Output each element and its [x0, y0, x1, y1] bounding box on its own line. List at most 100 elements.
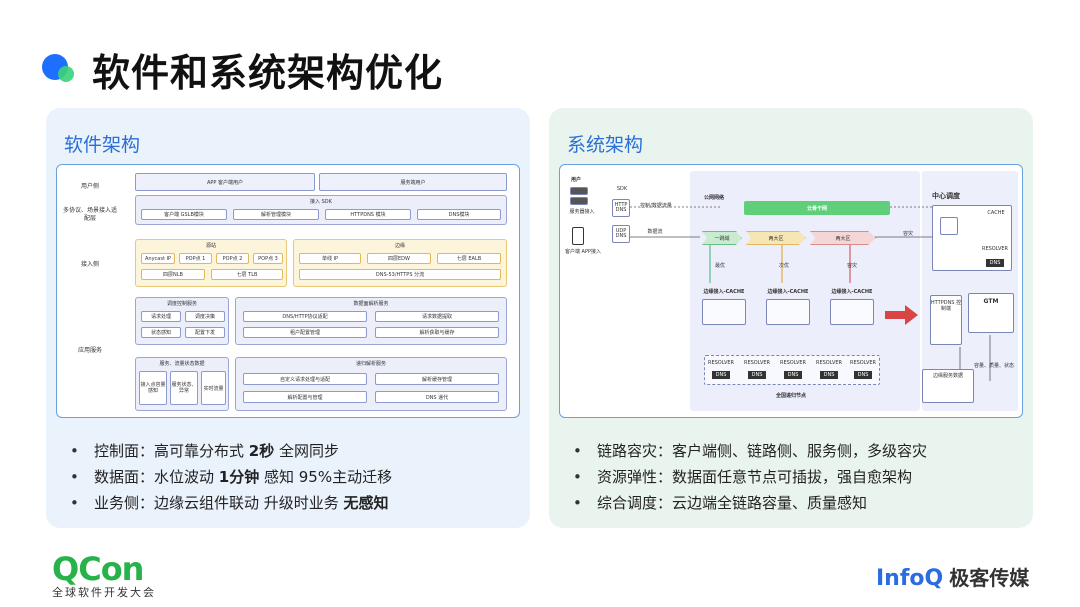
recursive-item: 解析配置与管理	[243, 391, 367, 403]
http-dns-box: HTTP DNS	[612, 199, 630, 217]
perception-label: 容量、质量、状态	[973, 362, 1014, 369]
software-bullets: 控制面：高可靠分布式 2秒 全网同步 数据面：水位波动 1分钟 感知 95%主动…	[68, 438, 392, 516]
dataplane-item: 租户配置管理	[243, 327, 367, 338]
edge-service-label: 边缘服务数据	[932, 372, 963, 379]
data-flow-label: 数据流	[647, 228, 663, 235]
recursive-item: 解析缓存管理	[375, 373, 499, 385]
flow-item: 实时流量	[201, 371, 226, 405]
edge-item: 四层EDW	[367, 253, 431, 264]
system-architecture-diagram: 用户 服务器接入 客户端 APP接入 SDK HTTP DNS UDP DNS …	[559, 164, 1023, 418]
sdk-module: HTTPDNS 模块	[325, 209, 411, 220]
zone-one-hop: 一跳域	[702, 231, 742, 245]
bullet-item: 链路容灾：客户端侧、链路侧、服务侧，多级容灾	[571, 438, 927, 464]
nodes-label: 全国递归节点	[775, 392, 806, 399]
sdk-module: DNS模块	[417, 209, 501, 220]
cache-label: CACHE	[987, 210, 1005, 216]
center-resolver-label: RESOLVER	[981, 246, 1009, 252]
resolver-label: RESOLVER	[815, 360, 843, 366]
edge-service-box	[922, 369, 974, 403]
bullet-item: 综合调度：云边端全链路容量、质量感知	[571, 490, 927, 516]
dataplane-item: 请求数据提取	[375, 311, 499, 322]
bullet-item: 数据面：水位波动 1分钟 感知 95%主动迁移	[68, 464, 392, 490]
source-item: POP点 3	[253, 253, 283, 264]
control-item: 调度决策	[185, 311, 225, 322]
server-user-box: 服务端用户	[319, 173, 507, 191]
qcon-wordmark: QCon	[52, 550, 144, 588]
dns-label: DNS	[748, 371, 766, 379]
resolver-label: RESOLVER	[743, 360, 771, 366]
cloud-backbone-bar: 云骨干网	[744, 201, 890, 215]
title-bullet-icon	[42, 52, 74, 82]
edge-item: 七层 EALB	[437, 253, 501, 264]
resolver-label: RESOLVER	[779, 360, 807, 366]
group-title: 接入 SDK	[310, 199, 332, 205]
bullet-item: 资源弹性：数据面任意节点可插拔，强自愈架构	[571, 464, 927, 490]
resolver-label: RESOLVER	[849, 360, 877, 366]
udp-dns-box: UDP DNS	[612, 225, 630, 243]
edge-cache-label: 边缘接入-CACHE	[767, 288, 809, 295]
public-net-label: 公网网络	[703, 194, 724, 201]
source-item: Anycast IP	[141, 253, 175, 264]
control-flow-label: 控制/数据流量	[640, 202, 672, 209]
dns-label: DNS	[784, 371, 802, 379]
edge-item: DNS-53/HTTPS 分流	[299, 269, 501, 280]
flow-item: 接入点容量感知	[139, 371, 167, 405]
path-label: 最优	[714, 262, 725, 269]
zone-two-region: 两大区	[746, 231, 806, 245]
zone-two-region: 两大区	[810, 231, 876, 245]
phone-icon	[572, 227, 584, 245]
row-label: 接入侧	[80, 261, 99, 268]
recursive-item: DNS 递代	[375, 391, 499, 403]
bullet-item: 业务侧：边缘云组件联动 升级时业务 无感知	[68, 490, 392, 516]
resolver-label: RESOLVER	[707, 360, 735, 366]
row-label: 用户侧	[80, 183, 99, 190]
edge-cache-node	[702, 299, 746, 325]
control-item: 配置下发	[185, 327, 225, 338]
group-title: 递归解析服务	[355, 361, 386, 367]
control-item: 请求处理	[141, 311, 181, 322]
gtm-box	[968, 293, 1014, 333]
recursive-item: 自定义请求处理与适配	[243, 373, 367, 385]
gtm-label: GTM	[983, 297, 999, 305]
user-label: 用户	[570, 176, 581, 183]
source-item: 四层NLB	[141, 269, 205, 280]
control-item: 状态感知	[141, 327, 181, 338]
system-architecture-panel: 系统架构 用户 服务器接入 客户端 APP接入 SDK HTTP DNS UDP…	[549, 108, 1033, 528]
edge-cache-node	[830, 299, 874, 325]
panel-title-software: 软件架构	[64, 134, 141, 156]
source-item: POP点 1	[179, 253, 212, 264]
source-item: POP点 2	[216, 253, 249, 264]
group-title: 边缘	[394, 243, 405, 249]
sdk-module: 客户端 GSLB模块	[141, 209, 227, 220]
group-title: 数据面解析服务	[353, 301, 389, 307]
source-item: 七层 TLB	[211, 269, 283, 280]
edge-item: 单线 IP	[299, 253, 361, 264]
server-access-label: 服务器接入	[569, 208, 595, 215]
center-dns-label: DNS	[986, 259, 1004, 267]
path-label: 容灾	[846, 262, 857, 269]
dns-label: DNS	[712, 371, 730, 379]
dataplane-item: 解析获取与缓存	[375, 327, 499, 338]
dataplane-item: DNS/HTTP协议适配	[243, 311, 367, 322]
server-icon	[570, 187, 588, 195]
group-title: 服务、流量状态数据	[159, 361, 205, 367]
group-title: 调度控制服务	[166, 301, 197, 307]
edge-cache-node	[766, 299, 810, 325]
system-bullets: 链路容灾：客户端侧、链路侧、服务侧，多级容灾 资源弹性：数据面任意节点可插拔，强…	[571, 438, 927, 516]
sdk-label: SDK	[616, 186, 628, 192]
row-label: 多协议、场景接入适配层	[62, 207, 117, 222]
flow-item: 服务状态、异常	[170, 371, 198, 405]
resolver-group	[704, 355, 880, 385]
group-title: 源站	[205, 243, 216, 249]
infoq-wordmark: InfoQ	[876, 566, 944, 591]
infoq-cn: 极客传媒	[949, 566, 1030, 590]
failover-label: 容灾	[902, 230, 913, 237]
connection-lines	[630, 206, 991, 381]
edge-cache-label: 边缘接入-CACHE	[703, 288, 745, 295]
httpdns-ctrl-label: HTTPDNS 控制端	[930, 300, 962, 312]
app-user-box: APP 客户端用户	[135, 173, 315, 191]
row-label: 应用服务	[77, 347, 102, 354]
httpdns-ctrl-box	[930, 295, 962, 345]
software-architecture-diagram: 用户侧 多协议、场景接入适配层 接入侧 应用服务 APP 客户端用户 服务端用户…	[56, 164, 520, 418]
